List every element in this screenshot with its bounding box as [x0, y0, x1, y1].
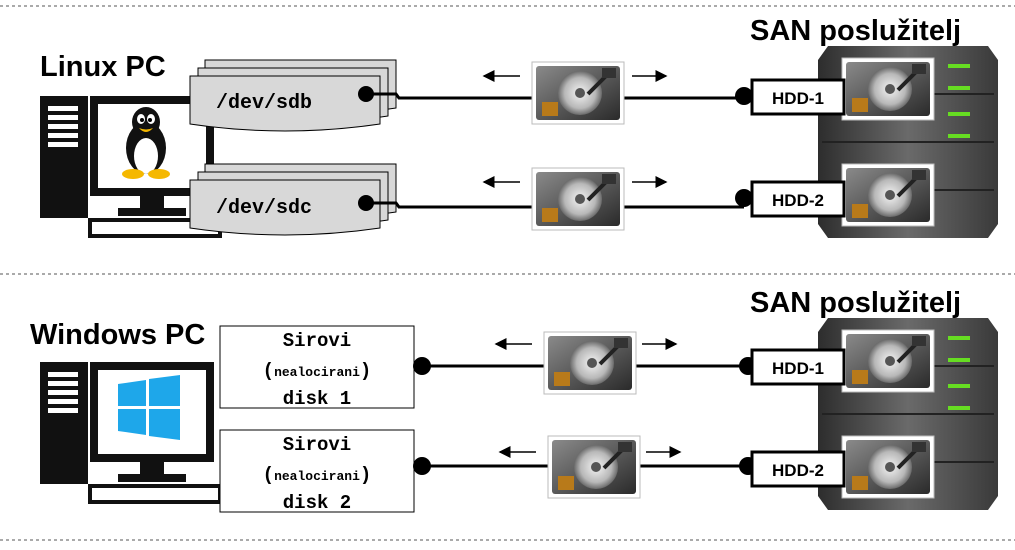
hard-drive-icon: [530, 166, 626, 232]
hdd-1-label-box: [750, 78, 846, 116]
device-sdb-stack: /dev/sdb: [189, 59, 397, 132]
hdd-2-label-bottom: HDD-2: [772, 461, 824, 480]
raw-disk-2-line2: (nealocirani): [263, 464, 372, 486]
hard-drive-icon: [840, 434, 936, 500]
wire-sdb: [366, 92, 744, 100]
hdd-1-label: HDD-1: [772, 89, 824, 108]
hdd-2-label-box-bottom: [750, 450, 846, 488]
hdd-1-label-box-bottom: [750, 348, 846, 386]
windows-pc-label: Windows PC: [30, 319, 205, 351]
raw-disk-2-line1: Sirovi: [283, 434, 351, 456]
device-sdc-label: /dev/sdc: [216, 197, 312, 220]
san-server-label-bottom: SAN poslužitelj: [750, 287, 961, 319]
connector-dot: [735, 87, 753, 105]
raw-disk-1-line3: disk 1: [283, 388, 351, 410]
hard-drive-icon: [530, 60, 626, 126]
raw-disk-1-line2: (nealocirani): [263, 360, 372, 382]
hard-drive-icon: [546, 434, 642, 500]
linux-pc-label: Linux PC: [40, 51, 166, 83]
wire-sdc: [366, 201, 744, 209]
hdd-2-label: HDD-2: [772, 191, 824, 210]
hdd-2-label-box: [750, 180, 846, 218]
windows-logo-icon: [118, 375, 180, 440]
tux-penguin-icon: [122, 107, 170, 179]
raw-disk-1-line1: Sirovi: [283, 330, 351, 352]
raw-disk-2-box: [219, 429, 415, 513]
hard-drive-icon: [840, 56, 936, 122]
connector-dot: [735, 189, 753, 207]
hard-drive-icon: [840, 328, 936, 394]
hard-drive-icon: [542, 330, 638, 396]
hdd-1-label-bottom: HDD-1: [772, 359, 824, 378]
hard-drive-icon: [840, 162, 936, 228]
device-sdb-label: /dev/sdb: [216, 92, 312, 115]
raw-disk-2-line3: disk 2: [283, 492, 351, 514]
raw-disk-1-box: [219, 325, 415, 409]
device-sdc-stack: /dev/sdc: [189, 163, 397, 236]
san-server-label-top: SAN poslužitelj: [750, 15, 961, 47]
